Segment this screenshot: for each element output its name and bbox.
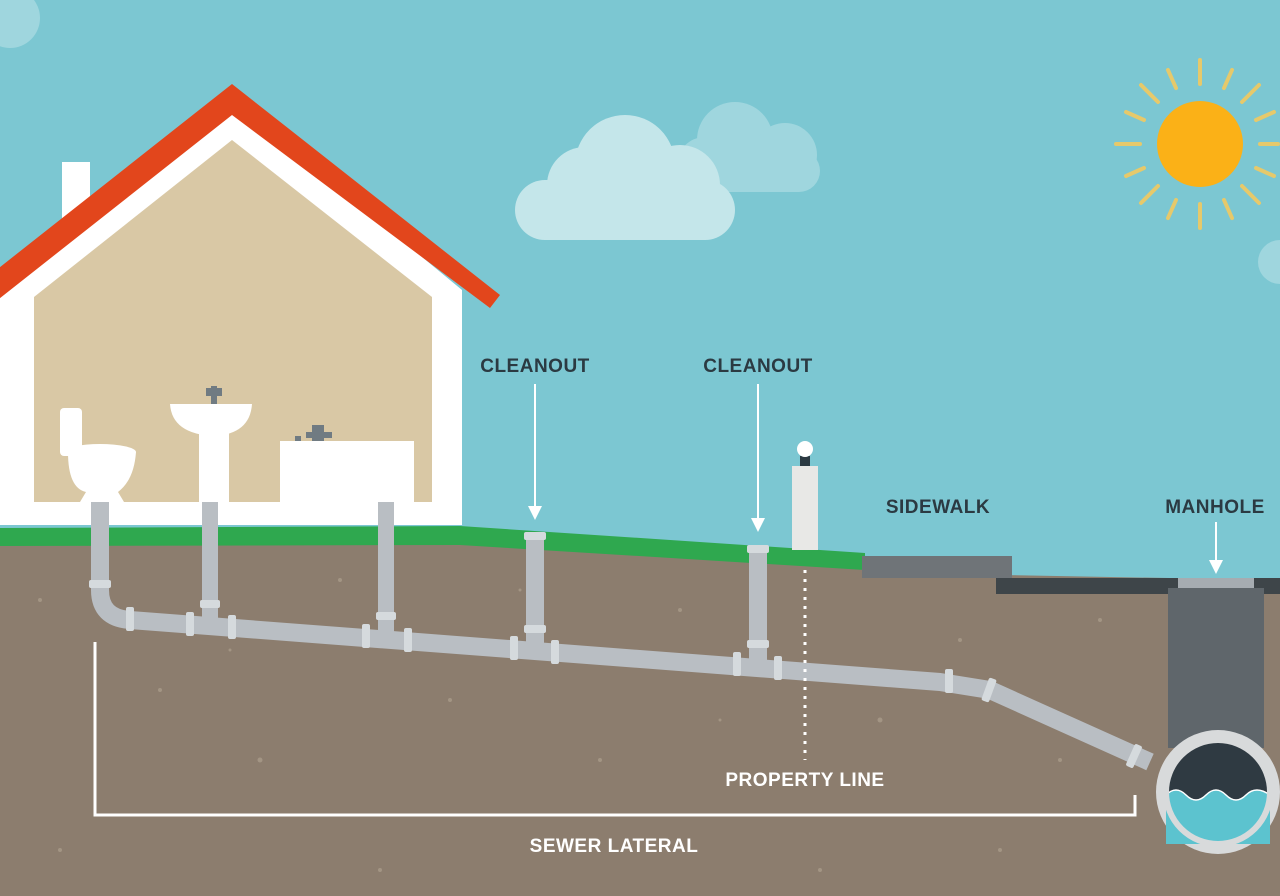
sidewalk-slab bbox=[862, 556, 1012, 578]
toilet-icon bbox=[60, 408, 136, 502]
sewer-lateral-label: SEWER LATERAL bbox=[530, 836, 699, 857]
cleanout-label-2: CLEANOUT bbox=[703, 356, 813, 377]
sink-icon bbox=[170, 386, 252, 502]
sidewalk-label: SIDEWALK bbox=[886, 497, 990, 518]
cloud-icon bbox=[677, 102, 820, 193]
cloud-icon bbox=[515, 115, 735, 240]
cloud-icon bbox=[0, 0, 1280, 284]
property-marker-post bbox=[792, 441, 818, 550]
arrow-down-icon bbox=[1209, 522, 1223, 574]
soil-specks bbox=[38, 578, 1102, 872]
sewer-lateral-bracket bbox=[93, 642, 1137, 817]
roof bbox=[0, 84, 500, 308]
arrow-down-icon bbox=[528, 384, 542, 520]
manhole bbox=[1156, 578, 1280, 854]
bathtub-icon bbox=[280, 425, 414, 502]
pipe-joints bbox=[89, 532, 1142, 768]
property-line-label: PROPERTY LINE bbox=[725, 770, 884, 791]
soil-ground bbox=[0, 535, 1280, 896]
sun-icon bbox=[1114, 58, 1280, 230]
cleanout-label-1: CLEANOUT bbox=[480, 356, 590, 377]
arrow-down-icon bbox=[751, 384, 765, 532]
house bbox=[0, 84, 500, 525]
manhole-label: MANHOLE bbox=[1165, 497, 1265, 518]
